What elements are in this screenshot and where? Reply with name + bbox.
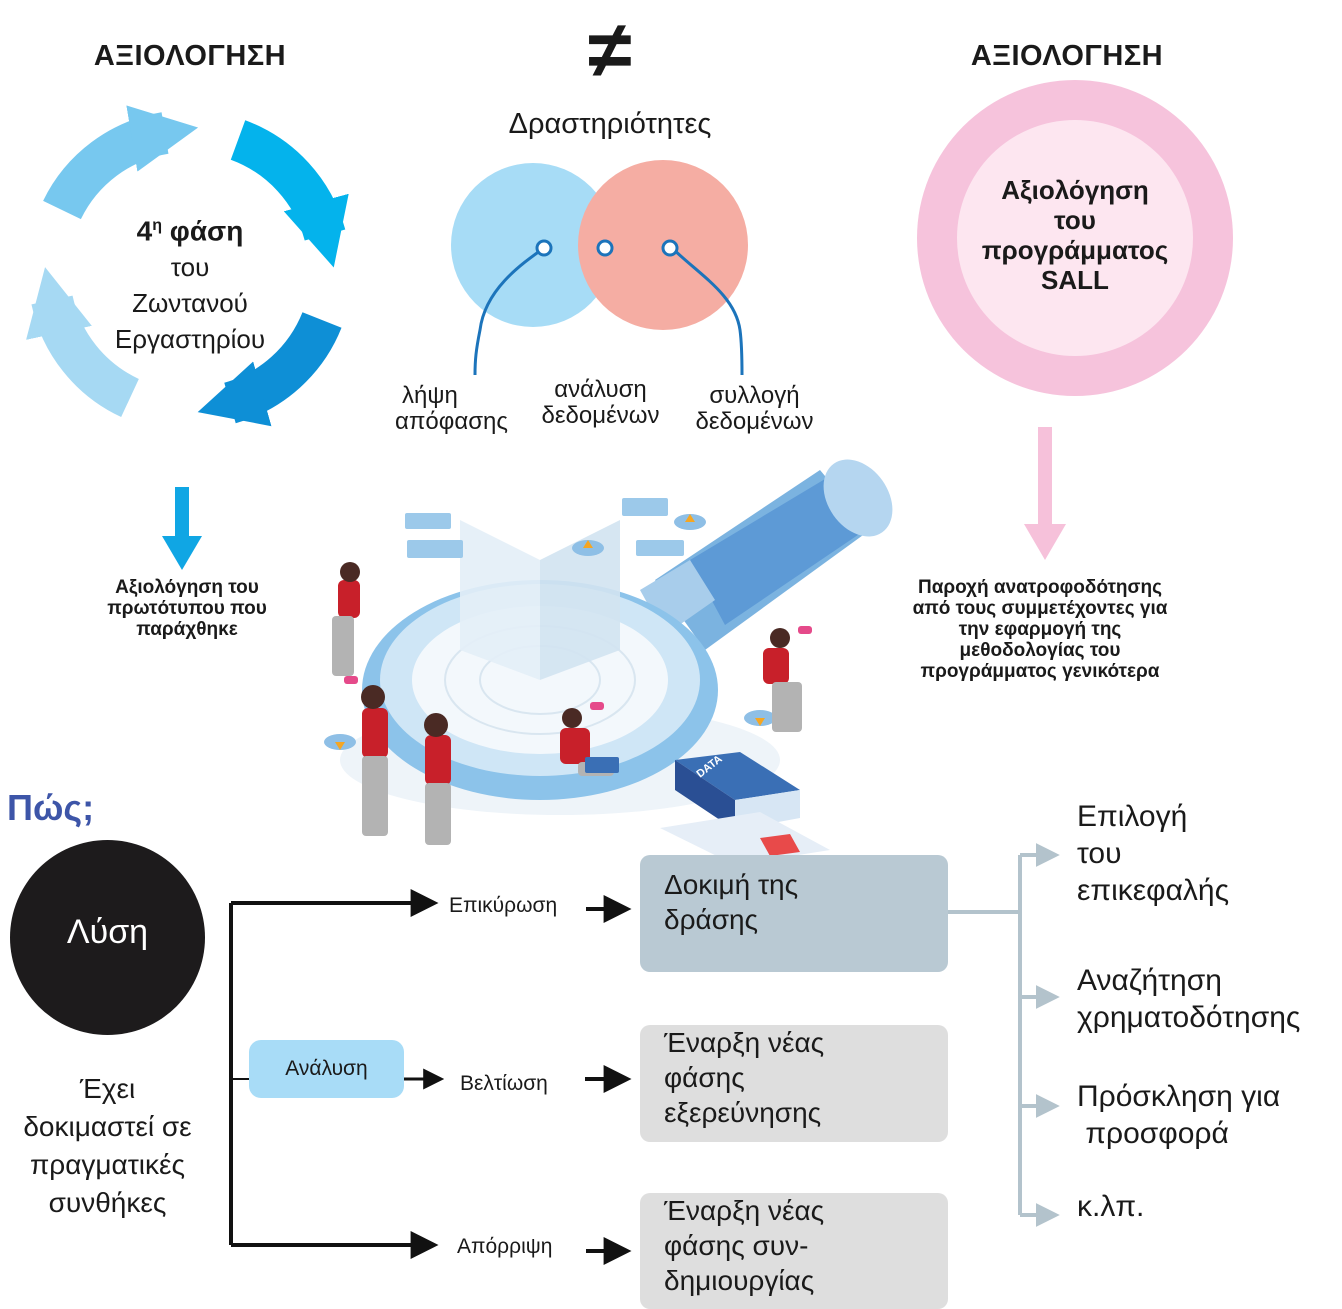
left-evaluation-title: ΑΞΙΟΛΟΓΗΣΗ	[93, 40, 287, 72]
rejection-label: Απόρριψη	[457, 1235, 553, 1258]
phase-title: 4η φάση	[136, 215, 244, 247]
phase-line-3: Εργαστηρίου	[114, 324, 266, 355]
sall-program-text: Αξιολόγηση του προγράμματος SALL	[981, 175, 1169, 295]
phase-line-2: Ζωντανού	[132, 288, 248, 319]
not-equal-icon: ≠	[588, 5, 632, 94]
action-test-box: Δοκιμή της δράσης	[640, 855, 948, 972]
improvement-label: Βελτίωση	[460, 1072, 548, 1095]
solution-label: Λύση	[66, 913, 149, 951]
how-heading: Πώς;	[7, 787, 95, 828]
feedback-note: Παροχή ανατροφοδότησης από τους συμμετέχ…	[912, 577, 1168, 682]
cycle-center-text: 4η φάση του Ζωντανού Εργαστηρίου	[80, 208, 300, 357]
exploration-phase-box: Έναρξη νέας φάσης εξερεύνησης	[640, 1025, 948, 1142]
validation-label: Επικύρωση	[449, 894, 558, 917]
phase-line-1: του	[170, 252, 210, 283]
data-analysis-label: ανάλυση δεδομένων	[541, 376, 660, 429]
activities-title: Δραστηριότητες	[508, 108, 712, 140]
decision-label: λήψη απόφασης	[395, 382, 508, 435]
analysis-box: Ανάλυση	[249, 1040, 404, 1098]
call-for-tender-option: Πρόσκληση για προσφορά	[1077, 1080, 1281, 1150]
right-evaluation-title: ΑΞΙΟΛΟΓΗΣΗ	[970, 40, 1164, 72]
leader-selection-option: Επιλογή του επικεφαλής	[1077, 800, 1230, 907]
data-book-icon	[660, 752, 830, 865]
funding-search-option: Αναζήτηση χρηματοδότησης	[1077, 964, 1301, 1034]
cocreation-phase-box: Έναρξη νέας φάσης συν- δημιουργίας	[640, 1193, 948, 1309]
data-collection-label: συλλογή δεδομένων	[695, 382, 814, 435]
prototype-evaluation-note: Αξιολόγηση του πρωτότυπου που παράχθηκε	[107, 577, 267, 640]
solution-circle	[10, 840, 205, 1035]
solution-description: Έχει δοκιμαστεί σε πραγματικές συνθήκες	[23, 1073, 192, 1218]
etc-option: κ.λπ.	[1077, 1190, 1145, 1223]
magnifier-handle	[640, 459, 893, 650]
